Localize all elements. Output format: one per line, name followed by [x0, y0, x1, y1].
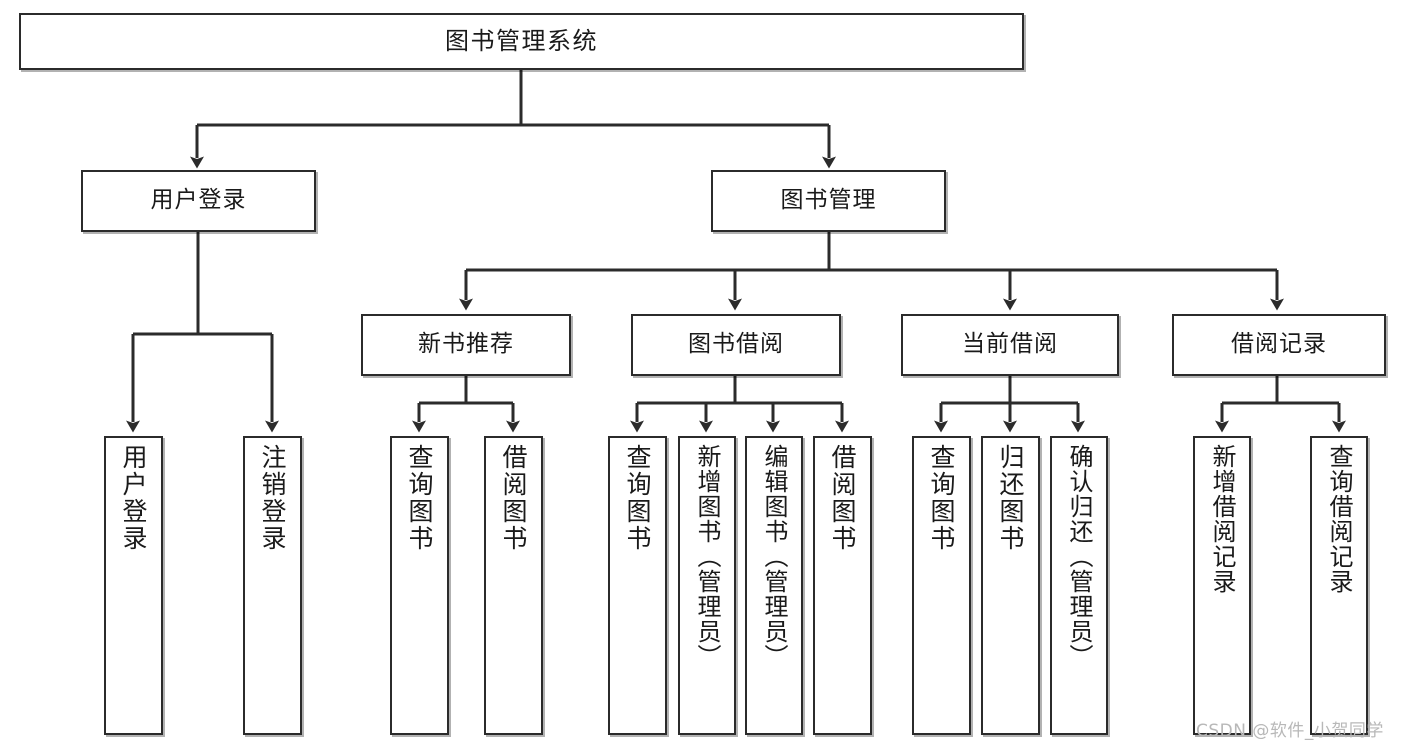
leaf-confirm-return-admin[interactable]: 确认归还（管理员） [1050, 436, 1108, 735]
node-label: 新增借阅记录 [1208, 444, 1236, 594]
node-label: 图书借阅 [688, 331, 784, 358]
node-label: 确认归还（管理员） [1065, 444, 1093, 669]
node-label: 编辑图书（管理员） [760, 444, 788, 669]
leaf-query-book-recommend[interactable]: 查询图书 [390, 436, 449, 735]
node-label: 图书管理系统 [445, 27, 598, 56]
watermark-credit: CSDN @软件_小贺同学 [1196, 721, 1384, 741]
node-book-borrowing[interactable]: 图书借阅 [631, 314, 841, 376]
node-new-book-recommendation[interactable]: 新书推荐 [361, 314, 571, 376]
node-label: 新增图书（管理员） [693, 444, 721, 669]
node-root-book-management-system[interactable]: 图书管理系统 [19, 13, 1024, 70]
leaf-borrow-book[interactable]: 借阅图书 [813, 436, 872, 735]
leaf-user-login[interactable]: 用户登录 [104, 436, 163, 735]
node-label: 查询图书 [405, 444, 434, 552]
leaf-return-book[interactable]: 归还图书 [981, 436, 1040, 735]
leaf-logout-login[interactable]: 注销登录 [243, 436, 302, 735]
node-label: 当前借阅 [962, 331, 1058, 358]
leaf-query-book-borrow[interactable]: 查询图书 [608, 436, 667, 735]
node-book-management[interactable]: 图书管理 [711, 170, 946, 232]
node-label: 归还图书 [996, 444, 1025, 552]
node-label: 用户登录 [119, 444, 148, 552]
leaf-query-borrow-record[interactable]: 查询借阅记录 [1310, 436, 1368, 735]
node-label: 用户登录 [150, 187, 247, 214]
node-label: 查询借阅记录 [1325, 444, 1353, 594]
node-label: 注销登录 [258, 444, 287, 552]
node-borrowing-record[interactable]: 借阅记录 [1172, 314, 1386, 376]
leaf-query-book-current[interactable]: 查询图书 [912, 436, 971, 735]
node-label: 查询图书 [623, 444, 652, 552]
leaf-borrow-book-recommend[interactable]: 借阅图书 [484, 436, 543, 735]
node-user-login[interactable]: 用户登录 [81, 170, 316, 232]
node-label: 借阅图书 [828, 444, 857, 552]
leaf-edit-book-admin[interactable]: 编辑图书（管理员） [745, 436, 803, 735]
node-label: 查询图书 [927, 444, 956, 552]
node-label: 新书推荐 [418, 331, 514, 358]
leaf-add-borrow-record[interactable]: 新增借阅记录 [1193, 436, 1251, 735]
node-label: 借阅图书 [499, 444, 528, 552]
node-current-borrowing[interactable]: 当前借阅 [901, 314, 1119, 376]
leaf-add-book-admin[interactable]: 新增图书（管理员） [678, 436, 736, 735]
node-label: 图书管理 [780, 187, 877, 214]
node-label: 借阅记录 [1231, 331, 1327, 358]
